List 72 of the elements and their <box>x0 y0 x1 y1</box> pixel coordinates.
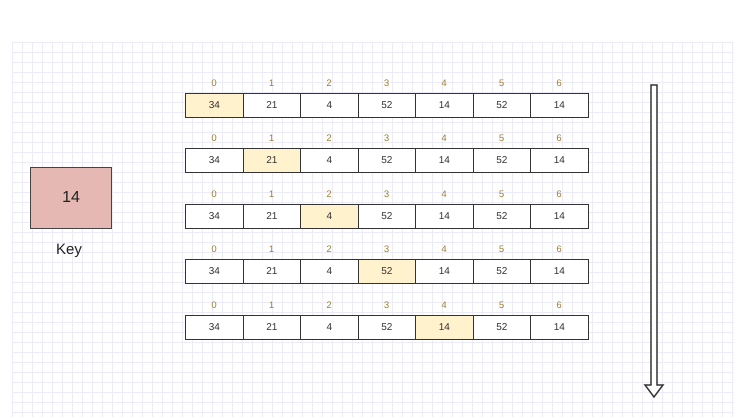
array-cell: 52 <box>358 93 416 118</box>
index-label: 0 <box>210 300 218 311</box>
array-cell: 34 <box>185 314 244 340</box>
array-cell: 52 <box>358 314 416 340</box>
array-cell: 14 <box>415 259 474 284</box>
array-cell: 34 <box>185 204 244 229</box>
array-cell: 14 <box>530 148 588 174</box>
index-label: 1 <box>268 78 276 89</box>
array-cell: 21 <box>242 314 301 340</box>
index-label: 4 <box>440 300 448 311</box>
highlighted-array-cell: 34 <box>185 93 244 118</box>
array-cell: 14 <box>415 148 474 174</box>
key-box: 14 <box>30 167 112 229</box>
array-cell: 52 <box>358 148 416 174</box>
array-cell: 52 <box>472 204 531 229</box>
array-cell: 34 <box>185 148 244 174</box>
array-cell: 14 <box>530 259 588 284</box>
index-label: 6 <box>555 300 563 311</box>
index-label: 3 <box>382 244 390 256</box>
index-label: 5 <box>498 78 506 89</box>
index-label: 5 <box>498 133 506 144</box>
highlighted-array-cell: 4 <box>300 204 358 229</box>
array-cell: 4 <box>300 148 358 174</box>
index-label: 0 <box>210 133 218 144</box>
array-cell: 52 <box>472 93 531 118</box>
array-cell: 14 <box>530 93 588 118</box>
index-label: 6 <box>555 78 563 89</box>
index-label: 2 <box>325 188 333 200</box>
array-cell: 52 <box>358 204 416 229</box>
index-label: 6 <box>555 188 563 200</box>
index-label: 3 <box>382 78 390 89</box>
index-label: 4 <box>440 188 448 200</box>
index-label: 2 <box>325 133 333 144</box>
highlighted-array-cell: 14 <box>415 314 474 340</box>
index-label: 4 <box>440 133 448 144</box>
array-cell: 4 <box>300 314 358 340</box>
array-cell: 52 <box>472 259 531 284</box>
index-label: 5 <box>498 244 506 256</box>
array-cell: 21 <box>242 93 301 118</box>
index-label: 6 <box>555 244 563 256</box>
index-label: 2 <box>325 244 333 256</box>
highlighted-array-cell: 52 <box>358 259 416 284</box>
array-cell: 21 <box>242 204 301 229</box>
array-cell: 14 <box>530 314 588 340</box>
key-caption: Key <box>56 241 82 258</box>
index-label: 1 <box>268 188 276 200</box>
index-label: 0 <box>210 244 218 256</box>
index-label: 5 <box>498 300 506 311</box>
index-label: 0 <box>210 188 218 200</box>
index-label: 4 <box>440 78 448 89</box>
array-cell: 34 <box>185 259 244 284</box>
index-label: 4 <box>440 244 448 256</box>
array-cell: 4 <box>300 93 358 118</box>
highlighted-array-cell: 21 <box>242 148 301 174</box>
index-label: 2 <box>325 78 333 89</box>
index-label: 0 <box>210 78 218 89</box>
array-cell: 14 <box>415 204 474 229</box>
index-label: 3 <box>382 133 390 144</box>
array-cell: 14 <box>415 93 474 118</box>
index-label: 2 <box>325 300 333 311</box>
index-label: 5 <box>498 188 506 200</box>
index-label: 1 <box>268 244 276 256</box>
index-label: 6 <box>555 133 563 144</box>
index-label: 3 <box>382 300 390 311</box>
index-label: 1 <box>268 133 276 144</box>
array-cell: 14 <box>530 204 588 229</box>
index-label: 1 <box>268 300 276 311</box>
array-cell: 21 <box>242 259 301 284</box>
array-cell: 52 <box>472 148 531 174</box>
array-cell: 52 <box>472 314 531 340</box>
index-label: 3 <box>382 188 390 200</box>
array-cell: 4 <box>300 259 358 284</box>
